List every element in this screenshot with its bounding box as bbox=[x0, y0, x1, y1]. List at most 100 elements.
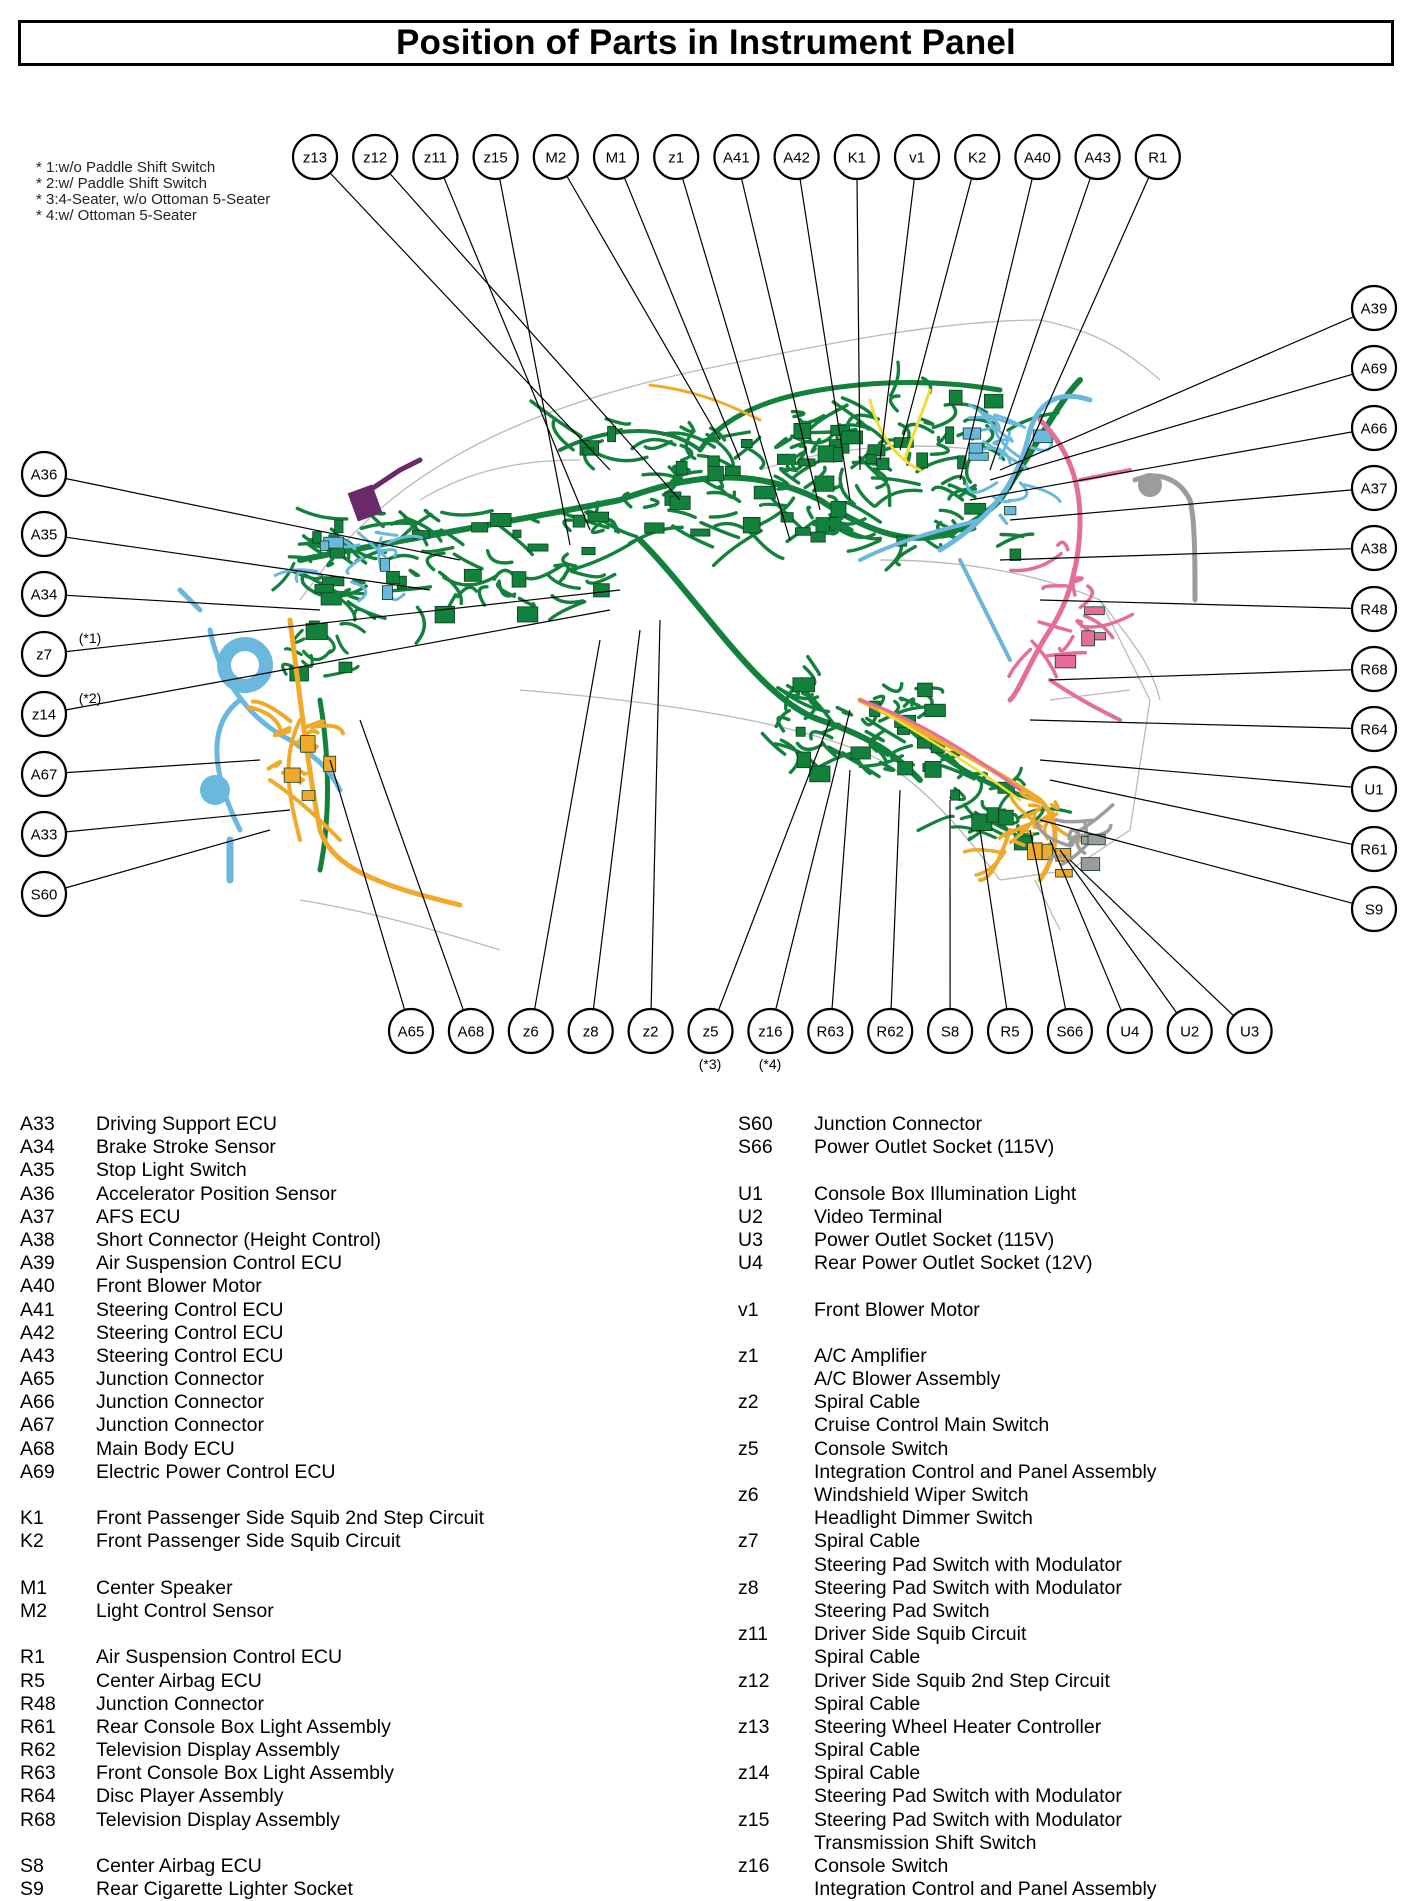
callout-s60: S60 bbox=[22, 872, 66, 916]
leader-line bbox=[1030, 720, 1352, 728]
wire-harness bbox=[1009, 542, 1132, 676]
legend-part-name: Electric Power Control ECU bbox=[96, 1461, 335, 1484]
callout-label: z15 bbox=[484, 150, 508, 167]
callout-r61: R61 bbox=[1352, 827, 1396, 871]
callout-z14: z14 bbox=[22, 692, 66, 736]
legend-code: R63 bbox=[20, 1762, 96, 1785]
legend-part-name: Junction Connector bbox=[814, 1113, 982, 1136]
wire-harness bbox=[180, 590, 200, 610]
legend-part-name: Windshield Wiper Switch bbox=[814, 1484, 1029, 1507]
callout-z13: z13 bbox=[293, 135, 337, 179]
legend-spacer bbox=[738, 1159, 1157, 1182]
legend-part-name: AFS ECU bbox=[96, 1206, 181, 1229]
leader-line bbox=[593, 630, 640, 1009]
callout-label: A41 bbox=[723, 150, 750, 167]
legend-part-name: Stop Light Switch bbox=[96, 1159, 247, 1182]
legend-code: A37 bbox=[20, 1206, 96, 1229]
callout-label: A42 bbox=[783, 150, 810, 167]
legend-entry: Steering Pad Switch with Modulator bbox=[738, 1554, 1157, 1577]
leader-line bbox=[444, 177, 590, 530]
callout-z1: z1 bbox=[654, 135, 698, 179]
leader-line bbox=[390, 173, 680, 500]
leader-line bbox=[1070, 860, 1234, 1016]
legend-part-name: Accelerator Position Sensor bbox=[96, 1183, 337, 1206]
callout-label: R48 bbox=[1360, 602, 1388, 619]
legend-part-name: Center Airbag ECU bbox=[96, 1670, 262, 1693]
callout-label: S66 bbox=[1057, 1024, 1084, 1041]
legend-spacer bbox=[738, 1322, 1157, 1345]
legend-part-name: Driver Side Squib Circuit bbox=[814, 1623, 1026, 1646]
legend-code: R68 bbox=[20, 1809, 96, 1832]
callout-label: z12 bbox=[363, 150, 387, 167]
leader-line bbox=[718, 720, 830, 1011]
legend-part-name: Steering Pad Switch with Modulator bbox=[814, 1554, 1122, 1577]
leader-line bbox=[1050, 670, 1352, 680]
legend-part-name: Steering Pad Switch bbox=[814, 1600, 990, 1623]
callout-label: K1 bbox=[848, 150, 866, 167]
legend-part-name: A/C Blower Assembly bbox=[814, 1368, 1000, 1391]
callout-label: R62 bbox=[876, 1024, 904, 1041]
legend-entry: Steering Pad Switch bbox=[738, 1600, 1157, 1623]
legend-code: S8 bbox=[20, 1855, 96, 1878]
callout-r63: R63 bbox=[808, 1009, 852, 1053]
callout-u4: U4 bbox=[1108, 1009, 1152, 1053]
callout-label: z8 bbox=[583, 1024, 599, 1041]
callout-v1: v1 bbox=[895, 135, 939, 179]
legend-part-name: Spiral Cable bbox=[814, 1646, 920, 1669]
callout-label: z1 bbox=[668, 150, 684, 167]
callout-label: z6 bbox=[523, 1024, 539, 1041]
legend-code: R62 bbox=[20, 1739, 96, 1762]
legend-part-name: Console Switch bbox=[814, 1855, 948, 1878]
instrument-panel-illustration bbox=[180, 320, 1195, 950]
legend-part-name: Console Switch bbox=[814, 1438, 948, 1461]
legend-code: S60 bbox=[738, 1113, 814, 1136]
leader-line bbox=[66, 595, 320, 610]
legend-part-name: Center Speaker bbox=[96, 1577, 233, 1600]
legend-code: A34 bbox=[20, 1136, 96, 1159]
legend-code: S66 bbox=[738, 1136, 814, 1159]
callout-z16: z16 bbox=[748, 1009, 792, 1053]
callout-note: (*1) bbox=[79, 630, 102, 646]
legend-code bbox=[738, 1461, 814, 1484]
callout-label: A36 bbox=[31, 467, 58, 484]
legend-part-name: Disc Player Assembly bbox=[96, 1785, 283, 1808]
connector-grommet bbox=[1138, 473, 1162, 497]
leader-line bbox=[891, 790, 900, 1009]
callout-label: z16 bbox=[758, 1024, 782, 1041]
callout-label: A68 bbox=[458, 1024, 485, 1041]
legend-entry: Headlight Dimmer Switch bbox=[738, 1507, 1157, 1530]
wire-harness bbox=[370, 460, 420, 490]
callout-note: (*3) bbox=[699, 1056, 722, 1072]
legend-part-name: Center Airbag ECU bbox=[96, 1855, 262, 1878]
legend-part-name: Air Suspension Control ECU bbox=[96, 1252, 342, 1275]
callout-label: A43 bbox=[1084, 150, 1111, 167]
callout-u3: U3 bbox=[1228, 1009, 1272, 1053]
callout-label: R63 bbox=[817, 1024, 845, 1041]
legend-part-name: Spiral Cable bbox=[814, 1391, 920, 1414]
legend-part-name: Video Terminal bbox=[814, 1206, 942, 1229]
callout-a38: A38 bbox=[1352, 526, 1396, 570]
leader-line bbox=[66, 810, 290, 832]
callout-a39: A39 bbox=[1352, 286, 1396, 330]
legend-part-name: Steering Pad Switch with Modulator bbox=[814, 1785, 1122, 1808]
callout-z2: z2 bbox=[629, 1009, 673, 1053]
legend-code: A35 bbox=[20, 1159, 96, 1182]
legend-part-name: Television Display Assembly bbox=[96, 1809, 340, 1832]
wire-harness bbox=[289, 501, 635, 643]
callout-a40: A40 bbox=[1015, 135, 1059, 179]
legend-code: z7 bbox=[738, 1530, 814, 1553]
legend-spacer bbox=[20, 1484, 484, 1507]
callout-label: A40 bbox=[1024, 150, 1051, 167]
legend-entry: Integration Control and Panel Assembly bbox=[738, 1461, 1157, 1484]
callout-k2: K2 bbox=[955, 135, 999, 179]
